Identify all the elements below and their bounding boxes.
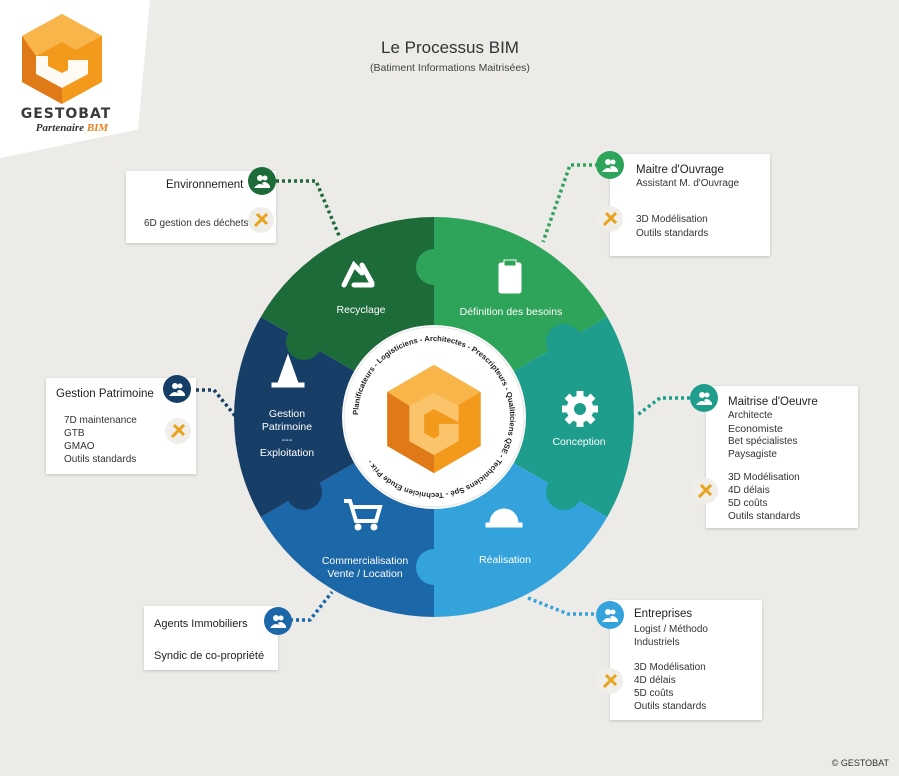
card-maitrise-oeuvre: Maitrise d'Oeuvre Architecte Economiste … (706, 386, 858, 528)
tools-icon (597, 206, 623, 232)
people-icon (690, 384, 718, 412)
tools-icon (165, 418, 191, 444)
card-entreprises: Entreprises Logist / Méthodo Industriels… (610, 600, 762, 720)
people-icon (264, 607, 292, 635)
card-maitre-ouvrage: Maitre d'Ouvrage Assistant M. d'Ouvrage … (610, 154, 770, 256)
gear-icon (562, 391, 598, 427)
connector-gestion (190, 388, 238, 419)
tools-icon (248, 207, 274, 233)
segment-label-conception: Conception (552, 436, 606, 448)
segment-label-commercialisation: Commercialisation Vente / Location (321, 555, 409, 580)
hardhat-icon (485, 508, 523, 528)
clipboard-icon (498, 259, 522, 294)
people-icon (596, 151, 624, 179)
card-agents: Agents Immobiliers Syndic de co-propriét… (144, 606, 278, 670)
segment-label-gestion: Gestion Patrimoine --- Exploitation (259, 408, 315, 459)
segment-label-definition: Définition des besoins (459, 306, 563, 318)
segment-conception (434, 317, 634, 517)
tools-icon (597, 668, 623, 694)
gestobat-logo (22, 14, 102, 104)
people-icon (248, 167, 276, 195)
segment-label-realisation: Réalisation (479, 554, 531, 566)
page-subtitle: (Batiment Informations Maitrisées) (370, 62, 530, 74)
people-icon (163, 375, 191, 403)
tools-icon (692, 478, 718, 504)
connector-agents (278, 590, 334, 622)
cone-icon (271, 353, 305, 388)
recycle-icon (341, 260, 375, 288)
connector-maitrise (634, 396, 690, 418)
connector-environnement (276, 179, 342, 239)
brand-name: GESTOBAT (20, 106, 112, 122)
bim-process-wheel: Planificateurs - Logisticiens - Architec… (234, 217, 634, 617)
connector-entreprises (527, 596, 600, 616)
center-logo (387, 364, 481, 474)
brand-partner: Partenaire BIM (35, 122, 109, 134)
copyright: © GESTOBAT (831, 758, 889, 768)
people-icon (596, 601, 624, 629)
segment-label-recyclage: Recyclage (336, 304, 386, 316)
page-title: Le Processus BIM (381, 38, 519, 57)
cart-icon (344, 499, 383, 531)
